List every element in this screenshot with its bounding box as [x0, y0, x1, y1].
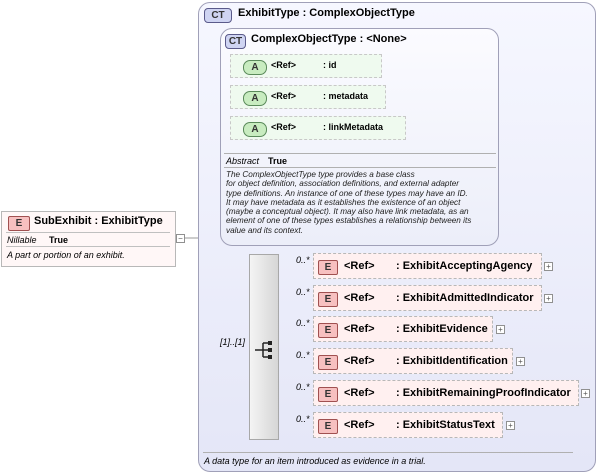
element-badge: E: [318, 292, 338, 307]
element-ref: <Ref>: [344, 292, 375, 304]
description-line: type definitions. An instance of one of …: [226, 188, 468, 198]
element-name: : ExhibitEvidence: [396, 323, 488, 335]
element-exhibit-identification[interactable]: E <Ref> : ExhibitIdentification: [313, 348, 513, 374]
element-exhibit-accepting-agency[interactable]: E <Ref> : ExhibitAcceptingAgency: [313, 253, 542, 279]
element-name: : ExhibitIdentification: [396, 355, 508, 367]
attribute-id[interactable]: A <Ref> : id: [230, 54, 382, 78]
element-badge: E: [318, 387, 338, 402]
attribute-ref: <Ref>: [271, 122, 297, 132]
plus-icon[interactable]: −: [176, 234, 185, 243]
description-line: value and its context.: [226, 225, 303, 235]
nillable-label: Nillable: [7, 235, 37, 245]
plus-icon[interactable]: +: [544, 262, 553, 271]
element-badge: E: [318, 355, 338, 370]
attribute-badge: A: [243, 91, 267, 106]
base-type-description: The ComplexObjectType type provides a ba…: [226, 170, 498, 235]
element-multiplicity: 0..*: [296, 382, 310, 392]
element-multiplicity: 0..*: [296, 414, 310, 424]
element-ref: <Ref>: [344, 355, 375, 367]
plus-icon[interactable]: +: [496, 325, 505, 334]
element-title: SubExhibit : ExhibitType: [34, 215, 163, 227]
attribute-ref: <Ref>: [271, 91, 297, 101]
plus-icon[interactable]: +: [544, 294, 553, 303]
element-name: : ExhibitAcceptingAgency: [396, 260, 533, 272]
complex-type-title: ExhibitType : ComplexObjectType: [238, 7, 415, 19]
element-exhibit-evidence[interactable]: E <Ref> : ExhibitEvidence: [313, 316, 493, 342]
divider: [224, 167, 496, 168]
sub-exhibit-element[interactable]: E SubExhibit : ExhibitType Nillable True…: [1, 211, 176, 267]
sequence-multiplicity: [1]..[1]: [220, 337, 246, 347]
plus-icon[interactable]: +: [506, 421, 515, 430]
sequence-icon: [255, 341, 272, 359]
element-multiplicity: 0..*: [296, 287, 310, 297]
element-exhibit-status-text[interactable]: E <Ref> : ExhibitStatusText: [313, 412, 503, 438]
element-exhibit-admitted-indicator[interactable]: E <Ref> : ExhibitAdmittedIndicator: [313, 285, 542, 311]
description-line: element of one of these types establishe…: [226, 216, 472, 226]
element-name: : ExhibitRemainingProofIndicator: [396, 387, 571, 399]
divider: [6, 232, 170, 233]
attribute-metadata[interactable]: A <Ref> : metadata: [230, 85, 386, 109]
element-description: A part or portion of an exhibit.: [7, 250, 125, 260]
base-type-title: ComplexObjectType : <None>: [251, 33, 407, 45]
element-ref: <Ref>: [344, 323, 375, 335]
nillable-value: True: [49, 235, 69, 245]
element-ref: <Ref>: [344, 387, 375, 399]
element-ref: <Ref>: [344, 419, 375, 431]
element-badge: E: [8, 216, 30, 231]
description-line: (maybe a conceptual object). It may also…: [226, 207, 469, 217]
abstract-value: True: [268, 156, 288, 166]
divider: [203, 452, 573, 453]
complex-type-badge: CT: [204, 8, 232, 23]
attribute-badge: A: [243, 122, 267, 137]
description-line: It may have metadata as it establishes t…: [226, 197, 461, 207]
element-name: : ExhibitAdmittedIndicator: [396, 292, 534, 304]
element-badge: E: [318, 260, 338, 275]
description-line: The ComplexObjectType type provides a ba…: [226, 170, 415, 179]
element-exhibit-remaining-proof-indicator[interactable]: E <Ref> : ExhibitRemainingProofIndicator: [313, 380, 579, 406]
element-multiplicity: 0..*: [296, 350, 310, 360]
element-multiplicity: 0..*: [296, 318, 310, 328]
abstract-label: Abstract: [226, 156, 260, 166]
element-badge: E: [318, 323, 338, 338]
attribute-badge: A: [243, 60, 267, 75]
plus-icon[interactable]: +: [581, 389, 590, 398]
divider: [6, 246, 170, 247]
plus-icon[interactable]: +: [516, 357, 525, 366]
element-ref: <Ref>: [344, 260, 375, 272]
sequence-compositor[interactable]: [249, 254, 279, 440]
element-multiplicity: 0..*: [296, 255, 310, 265]
description-line: for object definition, association defin…: [226, 179, 460, 189]
complex-type-description: A data type for an item introduced as ev…: [204, 456, 426, 466]
element-badge: E: [318, 419, 338, 434]
attribute-name: : id: [323, 60, 337, 70]
attribute-name: : metadata: [323, 91, 369, 101]
attribute-ref: <Ref>: [271, 60, 297, 70]
base-type-badge: CT: [225, 34, 246, 49]
attribute-name: : linkMetadata: [323, 122, 384, 132]
attribute-linkmetadata[interactable]: A <Ref> : linkMetadata: [230, 116, 406, 140]
divider: [224, 153, 496, 154]
element-name: : ExhibitStatusText: [396, 419, 495, 431]
